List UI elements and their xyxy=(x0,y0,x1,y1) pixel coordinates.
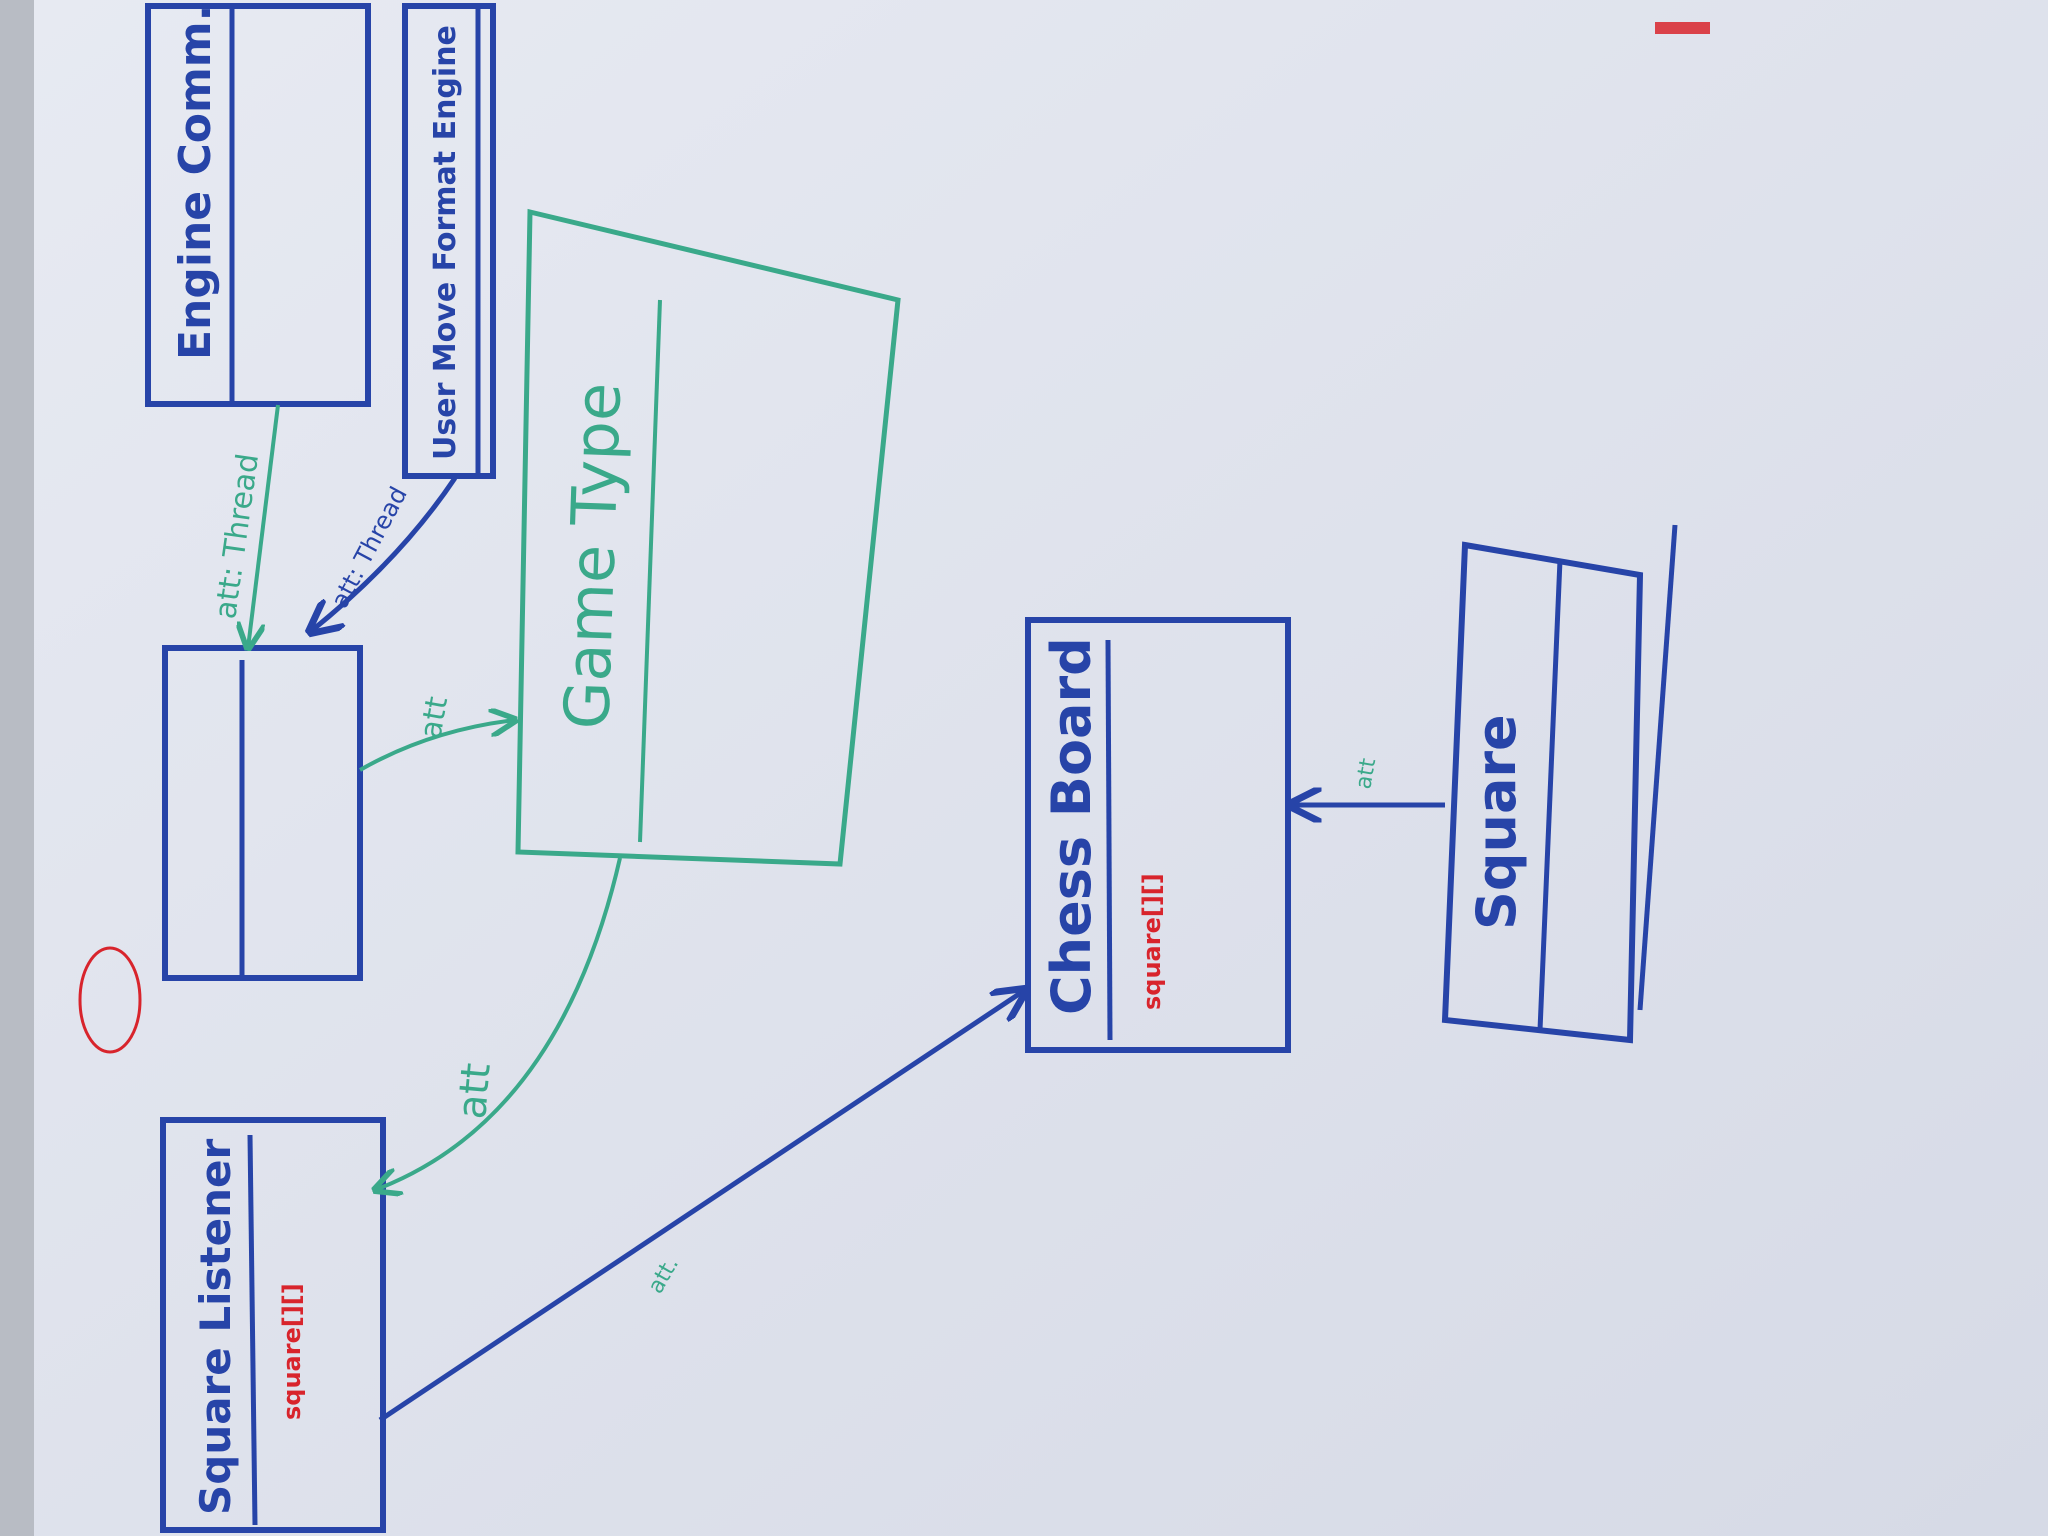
game-type-class: Game Type xyxy=(515,208,901,867)
listener-to-chessboard-arrow xyxy=(378,990,1025,1423)
engine-to-ueconn-arrow xyxy=(248,404,280,648)
square-class: Square xyxy=(1441,524,1678,1044)
usermove-to-ueconn-arrow xyxy=(310,476,458,632)
ueconn-to-gametype-arrow xyxy=(359,720,515,772)
square-to-chessboard-label: att xyxy=(1351,756,1381,791)
square-listener-title: Square Listener xyxy=(191,1139,240,1515)
red-corner-mark xyxy=(1655,22,1710,34)
gametype-to-listener-label: att xyxy=(449,1061,500,1121)
singleton-stereotype-circle xyxy=(78,946,142,1054)
engine-comm-title: Engine Comm. xyxy=(170,5,221,360)
square-listener-class: Square Listener square[][] xyxy=(160,1117,386,1533)
user-move-title: User Move Format Engine xyxy=(428,25,463,460)
square-title: Square xyxy=(1465,714,1528,930)
engine-comm-class: Engine Comm. xyxy=(145,3,371,407)
user-move-class: User Move Format Engine xyxy=(402,3,496,479)
game-type-title: Game Type xyxy=(550,381,635,730)
chess-board-title: Chess Board xyxy=(1040,637,1103,1015)
chess-board-attr: square[][] xyxy=(1138,873,1166,1010)
ueconn-to-gametype-label: att xyxy=(413,694,455,742)
square-listener-attr: square[][] xyxy=(278,1283,306,1420)
gametype-to-listener-arrow xyxy=(375,857,622,1190)
chess-board-class: Chess Board square[][] xyxy=(1025,617,1291,1053)
